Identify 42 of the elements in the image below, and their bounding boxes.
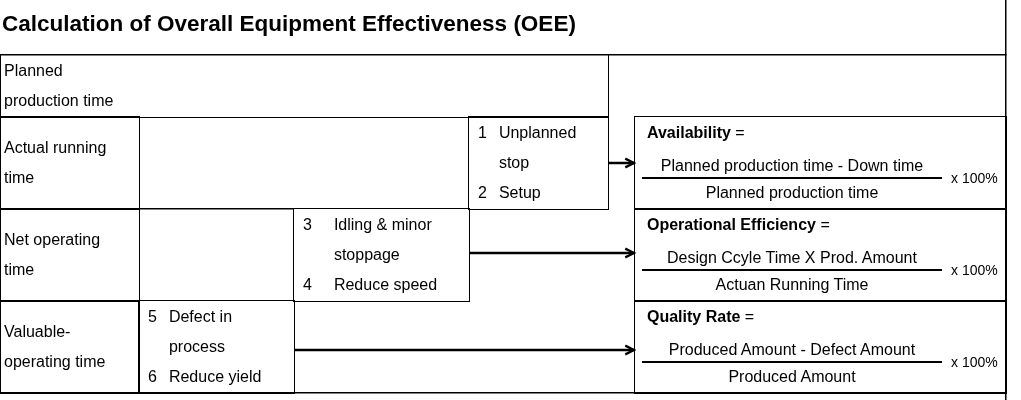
- time-category-cell: [0, 54, 609, 118]
- loss-item: Reduce speed: [333, 274, 438, 295]
- time-category-cell: [0, 208, 140, 302]
- formula-box: [634, 300, 1007, 394]
- arrow: [469, 247, 636, 259]
- time-category-cell: [0, 116, 140, 210]
- list-number: 2: [478, 182, 487, 203]
- fraction-denominator: Planned production time: [705, 183, 879, 203]
- formula-title: Operational Efficiency =: [647, 215, 830, 235]
- loss-item: Defect in process: [168, 306, 233, 357]
- formula-box: [634, 208, 1007, 302]
- time-category-label: Planned production time: [4, 60, 114, 111]
- arrow: [294, 344, 636, 356]
- list-number: 6: [148, 366, 157, 387]
- loss-cell: [468, 116, 609, 210]
- diagram-title: Calculation of Overall Equipment Effectiveness (OEE): [2, 10, 576, 38]
- time-category-label: Valuable-operating time: [4, 321, 106, 372]
- time-category-label: Actual running time: [4, 137, 107, 188]
- percent-multiplier: x 100%: [951, 353, 998, 372]
- loss-item: Unplanned stop: [498, 122, 577, 173]
- formula-title: Quality Rate =: [647, 307, 755, 327]
- list-number: 3: [303, 214, 312, 235]
- formula-box: [634, 116, 1007, 210]
- fraction-denominator: Produced Amount: [728, 367, 856, 387]
- fraction-numerator: Produced Amount - Defect Amount: [642, 339, 942, 363]
- list-number: 5: [148, 306, 157, 327]
- formula-title: Availability =: [647, 123, 745, 143]
- list-number: 1: [478, 122, 487, 143]
- list-number: 4: [303, 274, 312, 295]
- arrow: [608, 157, 636, 169]
- time-category-cell: [0, 300, 140, 394]
- percent-multiplier: x 100%: [951, 261, 998, 280]
- loss-cell: [293, 208, 470, 302]
- fraction-numerator: Planned production time - Down time: [642, 155, 942, 179]
- loss-cell: [138, 300, 295, 394]
- time-category-label: Net operating time: [4, 229, 101, 280]
- loss-item: Reduce yield: [168, 366, 262, 387]
- percent-multiplier: x 100%: [951, 169, 998, 188]
- loss-item: Idling & minor stoppage: [333, 214, 433, 265]
- fraction-numerator: Design Ccyle Time X Prod. Amount: [642, 247, 942, 271]
- fraction-denominator: Actuan Running Time: [715, 275, 869, 295]
- loss-item: Setup: [498, 182, 542, 203]
